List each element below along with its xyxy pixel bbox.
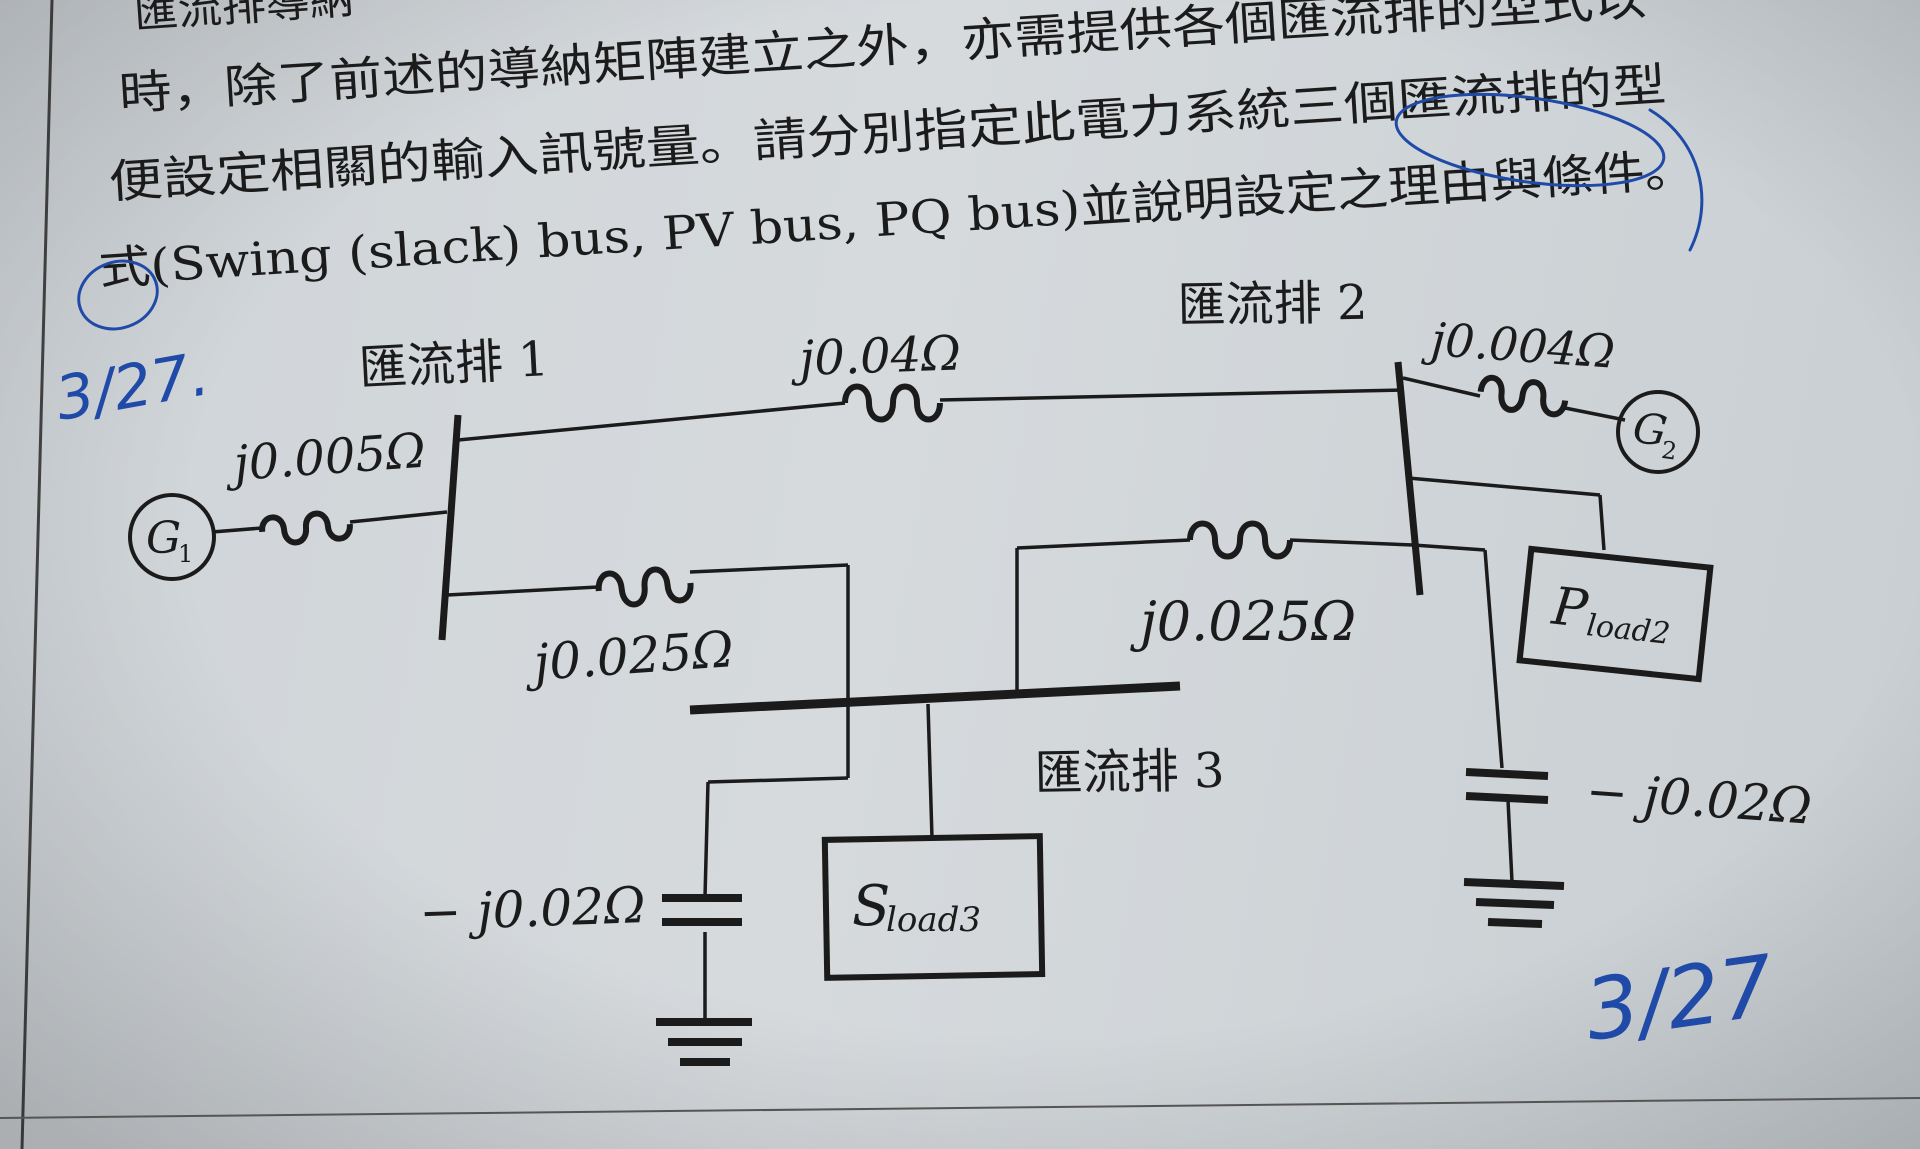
impedance-line23-label: j0.025Ω bbox=[1130, 590, 1356, 653]
inductor-line-12 bbox=[842, 383, 943, 423]
ground-bus3 bbox=[656, 1018, 752, 1066]
impedance-line12-label: j0.04Ω bbox=[789, 325, 961, 387]
generator-g2: G 2 bbox=[1616, 390, 1700, 474]
s-load3-main: S bbox=[852, 874, 890, 939]
inductor-g1 bbox=[259, 510, 353, 546]
g1-letter: G bbox=[146, 513, 181, 564]
pen-circle-shi bbox=[77, 259, 159, 331]
g2-letter: G bbox=[1630, 403, 1670, 456]
bus-3-bar bbox=[689, 681, 1181, 715]
load-p-load2: P load2 bbox=[1516, 545, 1714, 683]
bus-1-label: 匯流排 1 bbox=[358, 331, 550, 397]
page-bottom-edge bbox=[0, 1097, 1920, 1119]
inductor-line-13 bbox=[595, 566, 694, 608]
p-load2-sub: load2 bbox=[1585, 608, 1672, 652]
impedance-g2-label: j0.004Ω bbox=[1420, 311, 1616, 378]
pen-bracket-right bbox=[1648, 108, 1704, 252]
generator-g1: G 1 bbox=[128, 493, 216, 581]
ground-bus2 bbox=[1463, 878, 1565, 928]
bus-2-label: 匯流排 2 bbox=[1177, 275, 1368, 334]
g2-subscript: 2 bbox=[1660, 436, 1679, 466]
load-s-load3: S load3 bbox=[821, 833, 1046, 981]
pen-circle-three-buses bbox=[1394, 92, 1666, 188]
p-load2-main: P bbox=[1548, 576, 1591, 640]
bus-3-label: 匯流排 3 bbox=[1034, 743, 1225, 802]
inductor-g2 bbox=[1477, 374, 1569, 418]
impedance-g1-label: j0.005Ω bbox=[223, 423, 428, 493]
impedance-cap-bus3-label: − j0.02Ω bbox=[418, 876, 646, 942]
inductor-line-23 bbox=[1187, 520, 1293, 560]
bus-1-bar bbox=[438, 414, 462, 641]
capacitor-bus2 bbox=[1465, 768, 1549, 804]
g1-subscript: 1 bbox=[178, 540, 193, 568]
capacitor-bus3 bbox=[662, 894, 742, 926]
wires bbox=[211, 376, 1626, 1022]
s-load3-sub: load3 bbox=[886, 900, 981, 940]
